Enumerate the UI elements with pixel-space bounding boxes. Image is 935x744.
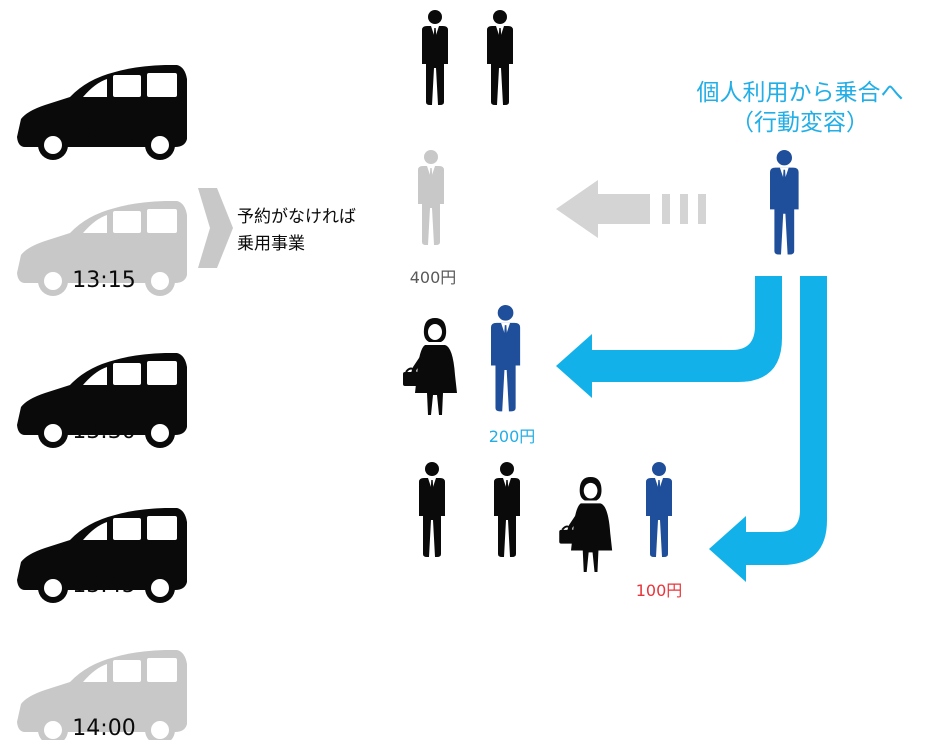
passenger-icon	[402, 317, 458, 416]
chevron-right-icon	[198, 188, 233, 268]
passenger-icon	[494, 462, 520, 557]
passenger-icon	[558, 475, 614, 573]
passenger-icon	[770, 150, 799, 255]
departure-schedule: 13:00 13:15 13:30 13:45 14:00	[17, 65, 187, 744]
arrow-left-icon	[556, 180, 706, 238]
price-group: 100円	[636, 581, 683, 600]
departure-time: 14:00	[72, 716, 135, 740]
passenger-icon	[646, 462, 672, 557]
passenger-icon	[487, 10, 513, 105]
departure-time: 13:45	[72, 573, 135, 598]
behavior-title: 個人利用から乗合へ	[697, 80, 904, 106]
passenger-icon	[419, 462, 445, 557]
passenger-icon	[418, 150, 444, 245]
price-pair: 200円	[489, 427, 536, 446]
departure-time: 13:30	[72, 419, 135, 444]
arrow-curved-icon	[556, 276, 827, 582]
notice-line-2: 乗用事業	[237, 234, 305, 254]
behavior-subtitle: （行動変容）	[731, 110, 869, 136]
passenger-icon	[422, 10, 448, 105]
price-solo: 400円	[410, 268, 457, 287]
notice-line-1: 予約がなければ	[237, 207, 356, 227]
departure-time: 13:15	[72, 268, 135, 293]
passenger-icon	[491, 305, 521, 412]
departure-time: 13:00	[72, 124, 135, 149]
